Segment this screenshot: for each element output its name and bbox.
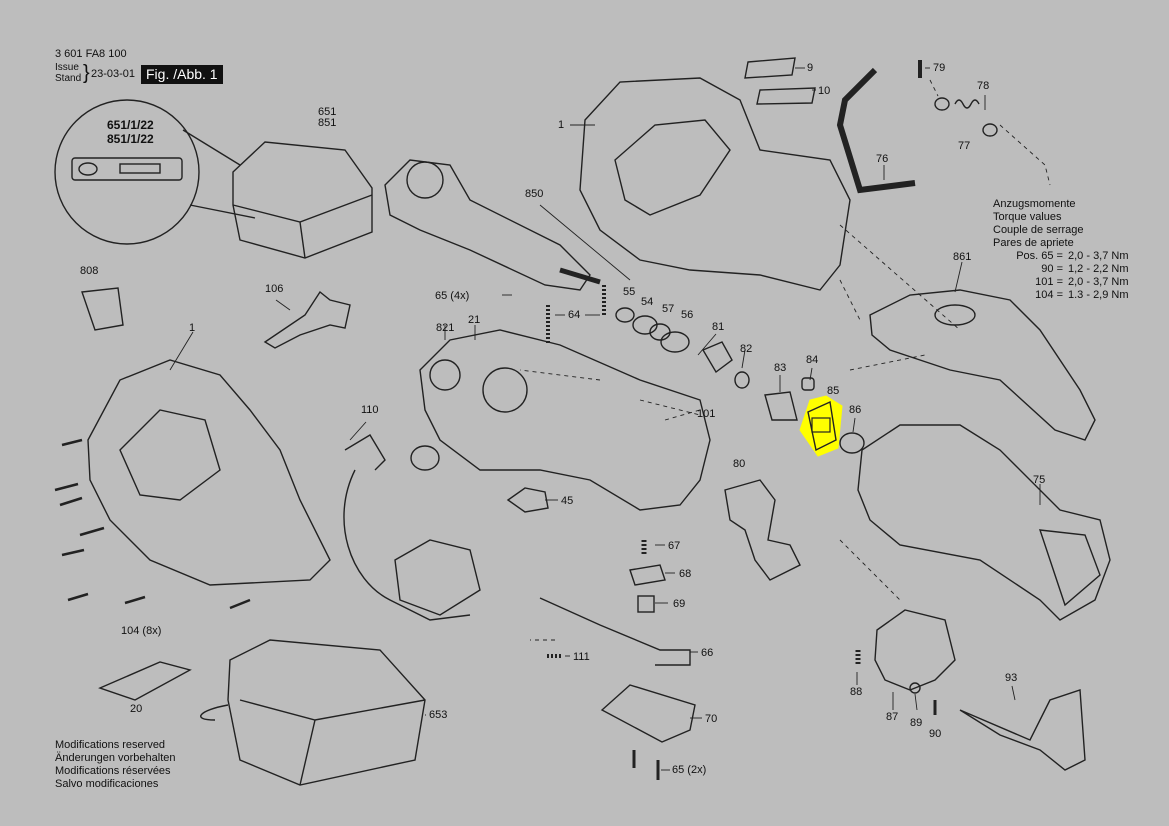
part-label: 79 (933, 62, 946, 74)
housing-half-left-shape (87, 359, 331, 586)
part-label: 77 (958, 140, 971, 152)
part-label: 83 (774, 362, 787, 374)
part-label: 84 (806, 354, 819, 366)
part-label: 67 (668, 540, 681, 552)
part-label: 65 (2x) (672, 764, 707, 776)
part-label: 75 (1033, 474, 1046, 486)
part-label: 21 (468, 314, 481, 326)
gear-cover-top-shape (869, 289, 1096, 441)
part-label: 88 (850, 686, 863, 698)
torque-row-value: 1.3 - 2,9 Nm (1068, 289, 1129, 301)
part-label: 1 (189, 322, 196, 334)
part-label: 106 (265, 283, 284, 295)
part-label: 57 (662, 303, 675, 315)
part-label: 78 (977, 80, 990, 92)
torque-title-de: Anzugsmomente (993, 198, 1076, 210)
part-label: 9 (807, 62, 814, 74)
issue-label-en: Issue (55, 62, 79, 73)
part-label: 81 (712, 321, 725, 333)
footer-fr: Modifications réservées (55, 765, 171, 777)
part-label: 90 (929, 728, 942, 740)
battery-pack-shape (232, 141, 373, 259)
torque-title-fr: Couple de serrage (993, 224, 1084, 236)
brace-icon: } (83, 62, 90, 84)
torque-row-value: 2,0 - 3,7 Nm (1068, 276, 1129, 288)
part-label: 56 (681, 309, 694, 321)
footer-de: Änderungen vorbehalten (55, 752, 176, 764)
part-label: 76 (876, 153, 889, 165)
issue-date: 23-03-01 (91, 68, 136, 80)
part-label: 82 (740, 343, 753, 355)
torque-row-value: 2,0 - 3,7 Nm (1068, 250, 1129, 262)
part-label: 66 (701, 647, 714, 659)
part-label: 10 (818, 85, 831, 97)
gear-cover-bottom-shape (857, 424, 1111, 621)
torque-title-es: Pares de apriete (993, 237, 1074, 249)
part-label: 861 (953, 251, 972, 263)
motor-shape (384, 159, 591, 291)
part-label: 80 (733, 458, 746, 470)
part-label: 821 (436, 322, 455, 334)
part-label: 808 (80, 265, 99, 277)
part-label: 68 (679, 568, 692, 580)
document-number: 3 601 FA8 100 (55, 48, 127, 60)
part-label: 69 (673, 598, 686, 610)
part-label: 70 (705, 713, 718, 725)
highlight-part-85 (799, 395, 843, 457)
part-label: 110 (361, 404, 379, 416)
part-label: 20 (130, 703, 143, 715)
torque-row-pos: Pos. 65 = (1016, 250, 1063, 262)
part-label: 55 (623, 286, 636, 298)
part-label-highlighted: 85 (827, 385, 840, 397)
part-label: 89 (910, 717, 923, 729)
part-label: 64 (568, 309, 581, 321)
torque-title-en: Torque values (993, 211, 1062, 223)
battery-inset-circle (54, 99, 200, 245)
torque-row-pos: 90 = (1041, 263, 1063, 275)
torque-row-value: 1,2 - 2,2 Nm (1068, 263, 1129, 275)
footer-en: Modifications reserved (55, 739, 166, 751)
part-label: 45 (561, 495, 574, 507)
part-label: 1 (558, 119, 565, 131)
part-label: 651 (318, 106, 337, 118)
part-label: 653 (429, 709, 448, 721)
part-label: 87 (886, 711, 899, 723)
battery-inset-line1: 651/1/22 (107, 118, 154, 132)
gear-housing-shape (419, 329, 711, 511)
torque-row-pos: 101 = (1035, 276, 1063, 288)
footer-es: Salvo modificaciones (55, 778, 159, 790)
torque-row-pos: 104 = (1035, 289, 1063, 301)
part-label: 104 (8x) (121, 625, 162, 637)
part-label: 93 (1005, 672, 1018, 684)
part-label: 86 (849, 404, 862, 416)
part-label: 851 (318, 117, 337, 129)
battery-inset-line2: 851/1/22 (107, 132, 154, 146)
part-label: 65 (4x) (435, 290, 470, 302)
issue-label-de: Stand (55, 73, 82, 84)
part-label: 850 (525, 188, 544, 200)
part-label: 101 (697, 408, 716, 420)
figure-label: Fig. /Abb. 1 (141, 65, 223, 84)
part-label: 54 (641, 296, 654, 308)
housing-half-top-shape (579, 77, 851, 291)
charger-shape (227, 639, 426, 786)
part-label: 111 (573, 651, 590, 663)
